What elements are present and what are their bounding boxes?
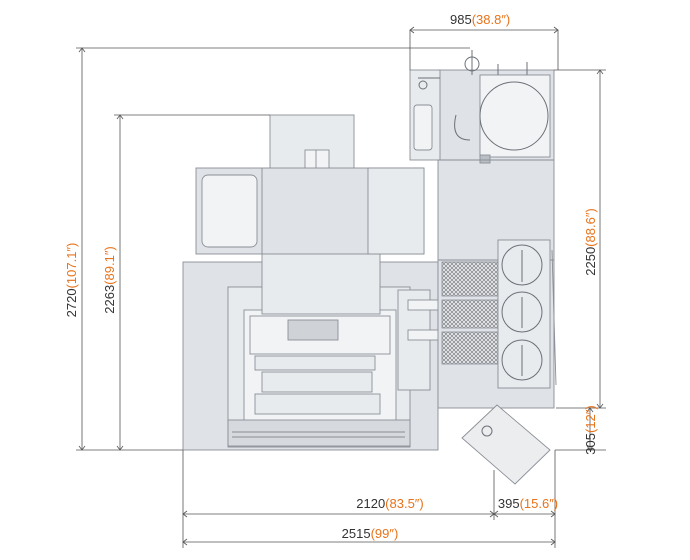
magazine-drum-3 [501,339,543,381]
mesh-filter-1 [441,261,499,297]
tank [479,74,551,158]
dimension-lines [76,26,606,548]
dim-cabinet-height: 2250(88.6″) [583,208,598,275]
column [261,251,381,315]
dim-machine-width: 2120(83.5″) [356,496,423,511]
machine-outline [182,50,557,485]
dim-total-height: 2720(107.1″) [64,243,79,318]
tank-porthole [479,81,549,151]
dim-door-swing: 395(15.6″) [498,496,558,511]
mesh-filter-3 [441,331,499,365]
magazine-drum-1 [501,244,543,286]
head-cover [201,174,258,248]
dim-top-width: 985(38.8″) [450,12,510,27]
dim-spindle-height: 2263(89.1″) [102,246,117,313]
base-rail [227,419,411,447]
dim-total-width: 2515(99″) [342,526,399,541]
dim-base-gap: 305(12″) [583,405,598,454]
mesh-filter-2 [441,299,499,329]
magazine-drum-2 [501,291,543,333]
swing-door [461,404,551,485]
